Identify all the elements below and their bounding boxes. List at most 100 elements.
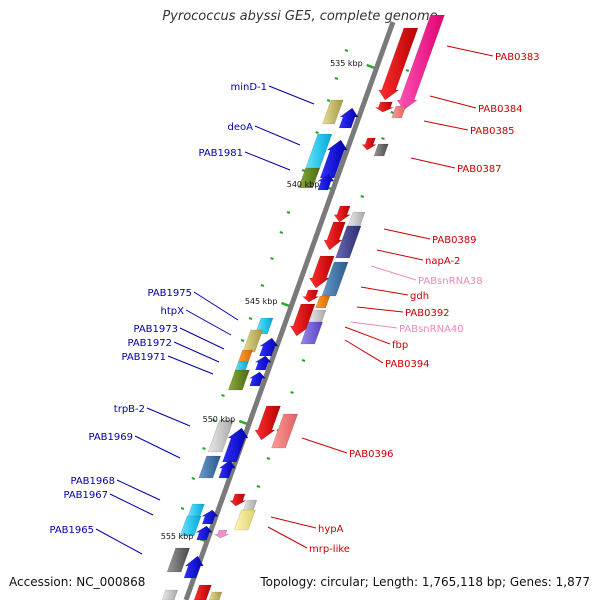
leader-line <box>423 120 469 131</box>
minor-tick <box>256 485 261 488</box>
gene-minD-1 <box>322 99 344 125</box>
minor-tick <box>279 231 284 234</box>
right-gene-label: gdh <box>410 291 429 302</box>
leader-line <box>254 125 301 146</box>
left-gene-label: PAB1965 <box>49 525 94 536</box>
left-gene-label: PAB1973 <box>133 324 178 335</box>
left-gene-label: PAB1981 <box>198 148 243 159</box>
gene-PAB0396b <box>271 413 299 449</box>
gene-hypA-a <box>228 493 246 507</box>
leader-line <box>267 526 308 549</box>
leader-line <box>376 249 424 261</box>
gene-PAB1968-arrow <box>200 509 219 525</box>
gene-minD-1-arrow <box>338 107 359 129</box>
leader-line <box>383 228 431 240</box>
left-gene-label: minD-1 <box>230 82 267 93</box>
gene-bottom-l1 <box>161 589 179 600</box>
gene-PAB0384 <box>396 14 445 111</box>
right-gene-label: PAB0385 <box>470 126 515 137</box>
kbp-tick-label: 555 kbp <box>161 532 194 541</box>
gene-PAB1967 <box>179 515 202 537</box>
minor-tick <box>286 211 291 214</box>
genome-backbone <box>183 21 396 600</box>
minor-tick <box>360 195 365 198</box>
kbp-tick-label: 535 kbp <box>330 59 363 68</box>
minor-tick <box>270 257 274 260</box>
leader-line <box>244 151 291 171</box>
gene-PAB1971-arrow <box>248 371 267 387</box>
leader-line <box>344 326 391 345</box>
gene-PAB1965 <box>166 547 191 573</box>
gene-PAB1967-arrow <box>195 525 213 541</box>
gene-PAB0389b <box>347 211 366 227</box>
gene-PAB1969 <box>198 455 222 479</box>
right-gene-label: PAB0392 <box>405 308 450 319</box>
right-gene-label: mrp-like <box>309 544 350 555</box>
left-gene-label: trpB-2 <box>114 404 145 415</box>
leader-line <box>167 355 214 375</box>
gene-PAB0385b <box>391 105 407 119</box>
label-leaders <box>95 45 494 555</box>
gene-PAB0387b <box>373 143 389 157</box>
gene-bottom-r1 <box>193 584 212 600</box>
gene-PAB0387a <box>361 137 378 151</box>
gene-PAB0389a <box>333 205 351 223</box>
leader-line <box>350 321 398 329</box>
gene-PAB0385 <box>374 101 394 113</box>
right-gene-label: PABsnRNA40 <box>399 324 464 335</box>
gene-PAB0394 <box>300 321 324 345</box>
right-gene-label: PABsnRNA38 <box>418 276 483 287</box>
leader-line <box>116 479 161 501</box>
gene-PAB0383 <box>378 27 419 101</box>
right-gene-label: PAB0384 <box>478 104 523 115</box>
leader-line <box>370 265 417 281</box>
minor-tick <box>202 447 206 450</box>
leader-line <box>446 45 494 57</box>
gene-bottom-r2 <box>208 591 223 600</box>
gene-PAB1973 <box>237 349 254 363</box>
minor-tick <box>290 391 294 394</box>
minor-tick <box>248 317 253 320</box>
minor-tick <box>405 69 410 72</box>
minor-tick <box>301 169 306 172</box>
gene-features <box>161 14 445 600</box>
map-title: Pyrococcus abyssi GE5, complete genome <box>162 9 438 24</box>
kbp-tick-label: 550 kbp <box>203 415 236 424</box>
right-gene-label: PAB0394 <box>385 359 430 370</box>
gene-PAB0389c <box>323 221 346 251</box>
kbp-tick-label: 540 kbp <box>287 180 320 189</box>
leader-line <box>95 528 143 555</box>
right-gene-label: napA-2 <box>425 256 460 267</box>
minor-tick <box>240 339 245 342</box>
minor-tick <box>390 111 395 114</box>
right-gene-label: PAB0396 <box>349 449 394 460</box>
left-gene-label: PAB1969 <box>88 432 133 443</box>
minor-tick <box>221 394 225 397</box>
minor-tick <box>301 359 306 362</box>
gene-PAB0396a <box>254 405 281 441</box>
leader-line <box>109 493 154 516</box>
gene-PAB1972-arrow <box>254 355 272 371</box>
gene-deoA <box>304 133 333 171</box>
leader-line <box>146 407 191 427</box>
right-gene-label: PAB0389 <box>432 235 477 246</box>
gene-fbp-a <box>289 303 316 337</box>
gene-napA-2 <box>335 225 362 259</box>
leader-line <box>429 95 477 109</box>
left-gene-label: htpX <box>161 306 185 317</box>
topology-label: Topology: circular; Length: 1,765,118 bp… <box>260 575 590 589</box>
leader-line <box>356 306 404 313</box>
gene-PAB0392b <box>315 295 331 309</box>
minor-tick <box>212 419 216 422</box>
left-gene-label: deoA <box>228 122 254 133</box>
gene-PAB1965-arrow <box>183 555 204 579</box>
left-gene-label: PAB1972 <box>127 338 172 349</box>
minor-tick <box>191 477 196 480</box>
gene-PAB1971 <box>227 369 250 391</box>
gene-rna-small <box>213 529 229 539</box>
gene-gdh-b <box>321 261 349 297</box>
gene-mrp-like <box>233 509 256 531</box>
gene-trpB-2 <box>207 419 234 453</box>
